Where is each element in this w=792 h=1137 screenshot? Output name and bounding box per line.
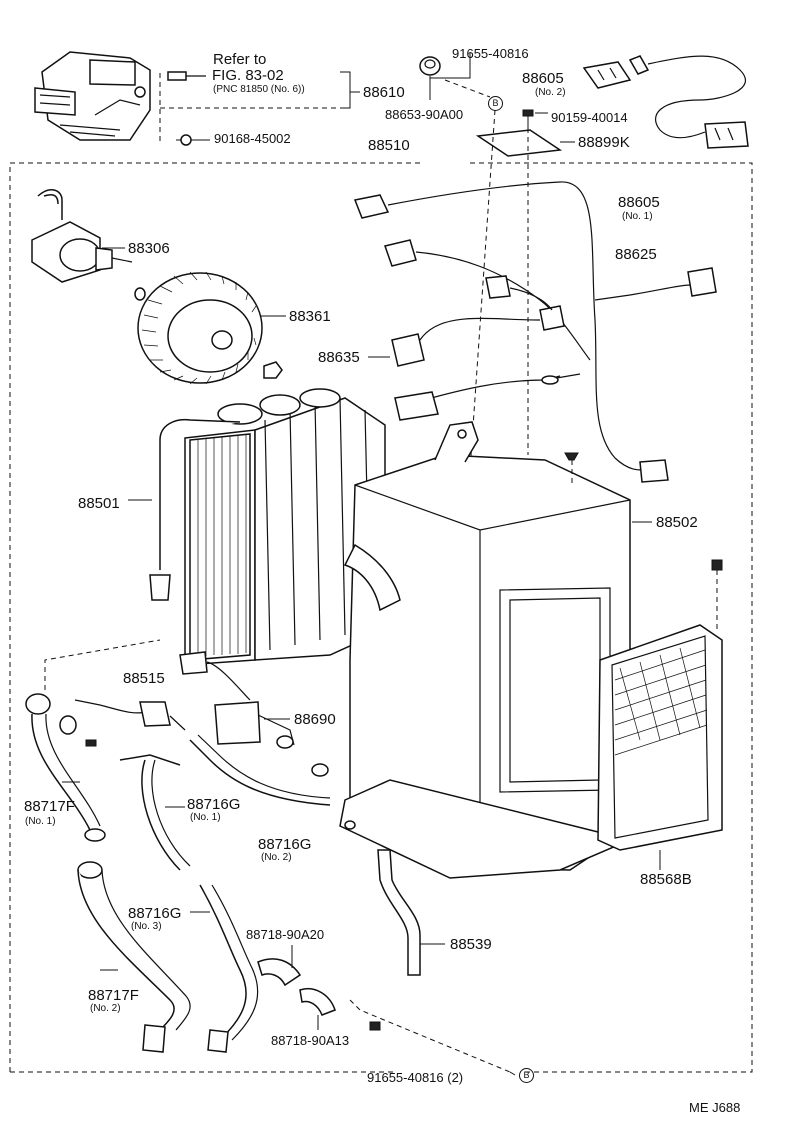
part-label-88306[interactable]: 88306 bbox=[128, 240, 170, 257]
part-label-88716g-no2[interactable]: 88716G bbox=[258, 836, 312, 853]
valve-88690 bbox=[214, 701, 295, 749]
part-sub-88605-no1: (No. 1) bbox=[622, 211, 653, 222]
screw-90159 bbox=[522, 109, 548, 128]
part-label-88568b[interactable]: 88568B bbox=[640, 871, 692, 888]
part-label-88361[interactable]: 88361 bbox=[289, 308, 331, 325]
pipes-88716g bbox=[119, 734, 331, 1053]
ref-mark-b-top: B bbox=[488, 96, 503, 111]
assembly-boundary bbox=[9, 162, 753, 1073]
part-label-90159-40014[interactable]: 90159-40014 bbox=[551, 110, 628, 125]
part-label-88501[interactable]: 88501 bbox=[78, 495, 120, 512]
part-sub-88605-no2: (No. 2) bbox=[535, 87, 566, 98]
part-label-88717f-no1[interactable]: 88717F bbox=[24, 798, 75, 815]
part-label-88502[interactable]: 88502 bbox=[656, 514, 698, 531]
blower-fan-88361 bbox=[137, 271, 263, 385]
grommet-88653 bbox=[419, 56, 441, 100]
part-label-88515[interactable]: 88515 bbox=[123, 670, 165, 687]
part-sub-88716g-no1: (No. 1) bbox=[190, 812, 221, 823]
main-wire-harness bbox=[353, 181, 717, 483]
pnc-reference: (PNC 81850 (No. 6)) bbox=[213, 84, 305, 95]
ref-mark-b-bottom: B bbox=[519, 1068, 534, 1083]
fig-reference-link[interactable]: FIG. 83-02 bbox=[212, 67, 284, 84]
part-label-88718-90a20[interactable]: 88718-90A20 bbox=[246, 927, 325, 942]
part-label-88653-90a00[interactable]: 88653-90A00 bbox=[385, 107, 464, 122]
part-label-88717f-no2[interactable]: 88717F bbox=[88, 987, 139, 1004]
diagram-code: ME J688 bbox=[689, 1100, 741, 1115]
part-label-88605-no1[interactable]: 88605 bbox=[618, 194, 660, 211]
part-label-88610[interactable]: 88610 bbox=[363, 84, 405, 101]
part-label-88605-no2[interactable]: 88605 bbox=[522, 70, 564, 87]
part-sub-88716g-no2: (No. 2) bbox=[261, 852, 292, 863]
part-label-91655-40816-top[interactable]: 91655-40816 bbox=[452, 46, 529, 61]
part-label-88718-90a13[interactable]: 88718-90A13 bbox=[271, 1033, 350, 1048]
screw-90168 bbox=[176, 134, 210, 146]
grille-88568b bbox=[597, 559, 723, 851]
part-sub-88716g-no3: (No. 3) bbox=[131, 921, 162, 932]
evaporator-88501 bbox=[149, 388, 386, 666]
switch-88515 bbox=[74, 651, 251, 731]
pad-88899k bbox=[475, 129, 563, 157]
drain-hose-88539 bbox=[377, 849, 421, 976]
refer-to-text: Refer to bbox=[213, 51, 267, 68]
servo-unit-drawing bbox=[34, 51, 206, 141]
nut bbox=[263, 361, 283, 379]
part-sub-88717f-no2: (No. 2) bbox=[90, 1003, 121, 1014]
harness-88605-no2 bbox=[582, 55, 749, 149]
part-label-88690[interactable]: 88690 bbox=[294, 711, 336, 728]
part-label-88716g-no1[interactable]: 88716G bbox=[187, 796, 241, 813]
part-label-88625[interactable]: 88625 bbox=[615, 246, 657, 263]
part-label-88716g-no3[interactable]: 88716G bbox=[128, 905, 182, 922]
case-88502 bbox=[339, 421, 633, 879]
part-label-88510[interactable]: 88510 bbox=[368, 137, 410, 154]
part-label-88635[interactable]: 88635 bbox=[318, 349, 360, 366]
part-label-88539[interactable]: 88539 bbox=[450, 936, 492, 953]
part-label-90168-45002[interactable]: 90168-45002 bbox=[214, 131, 291, 146]
hoses-88717f bbox=[25, 693, 191, 1053]
clamps-88718 bbox=[257, 958, 381, 1031]
part-label-88899k[interactable]: 88899K bbox=[578, 134, 630, 151]
part-label-91655-40816-bottom[interactable]: 91655-40816 (2) bbox=[367, 1070, 464, 1085]
blower-motor-88306 bbox=[31, 189, 146, 301]
part-sub-88717f-no1: (No. 1) bbox=[25, 816, 56, 827]
